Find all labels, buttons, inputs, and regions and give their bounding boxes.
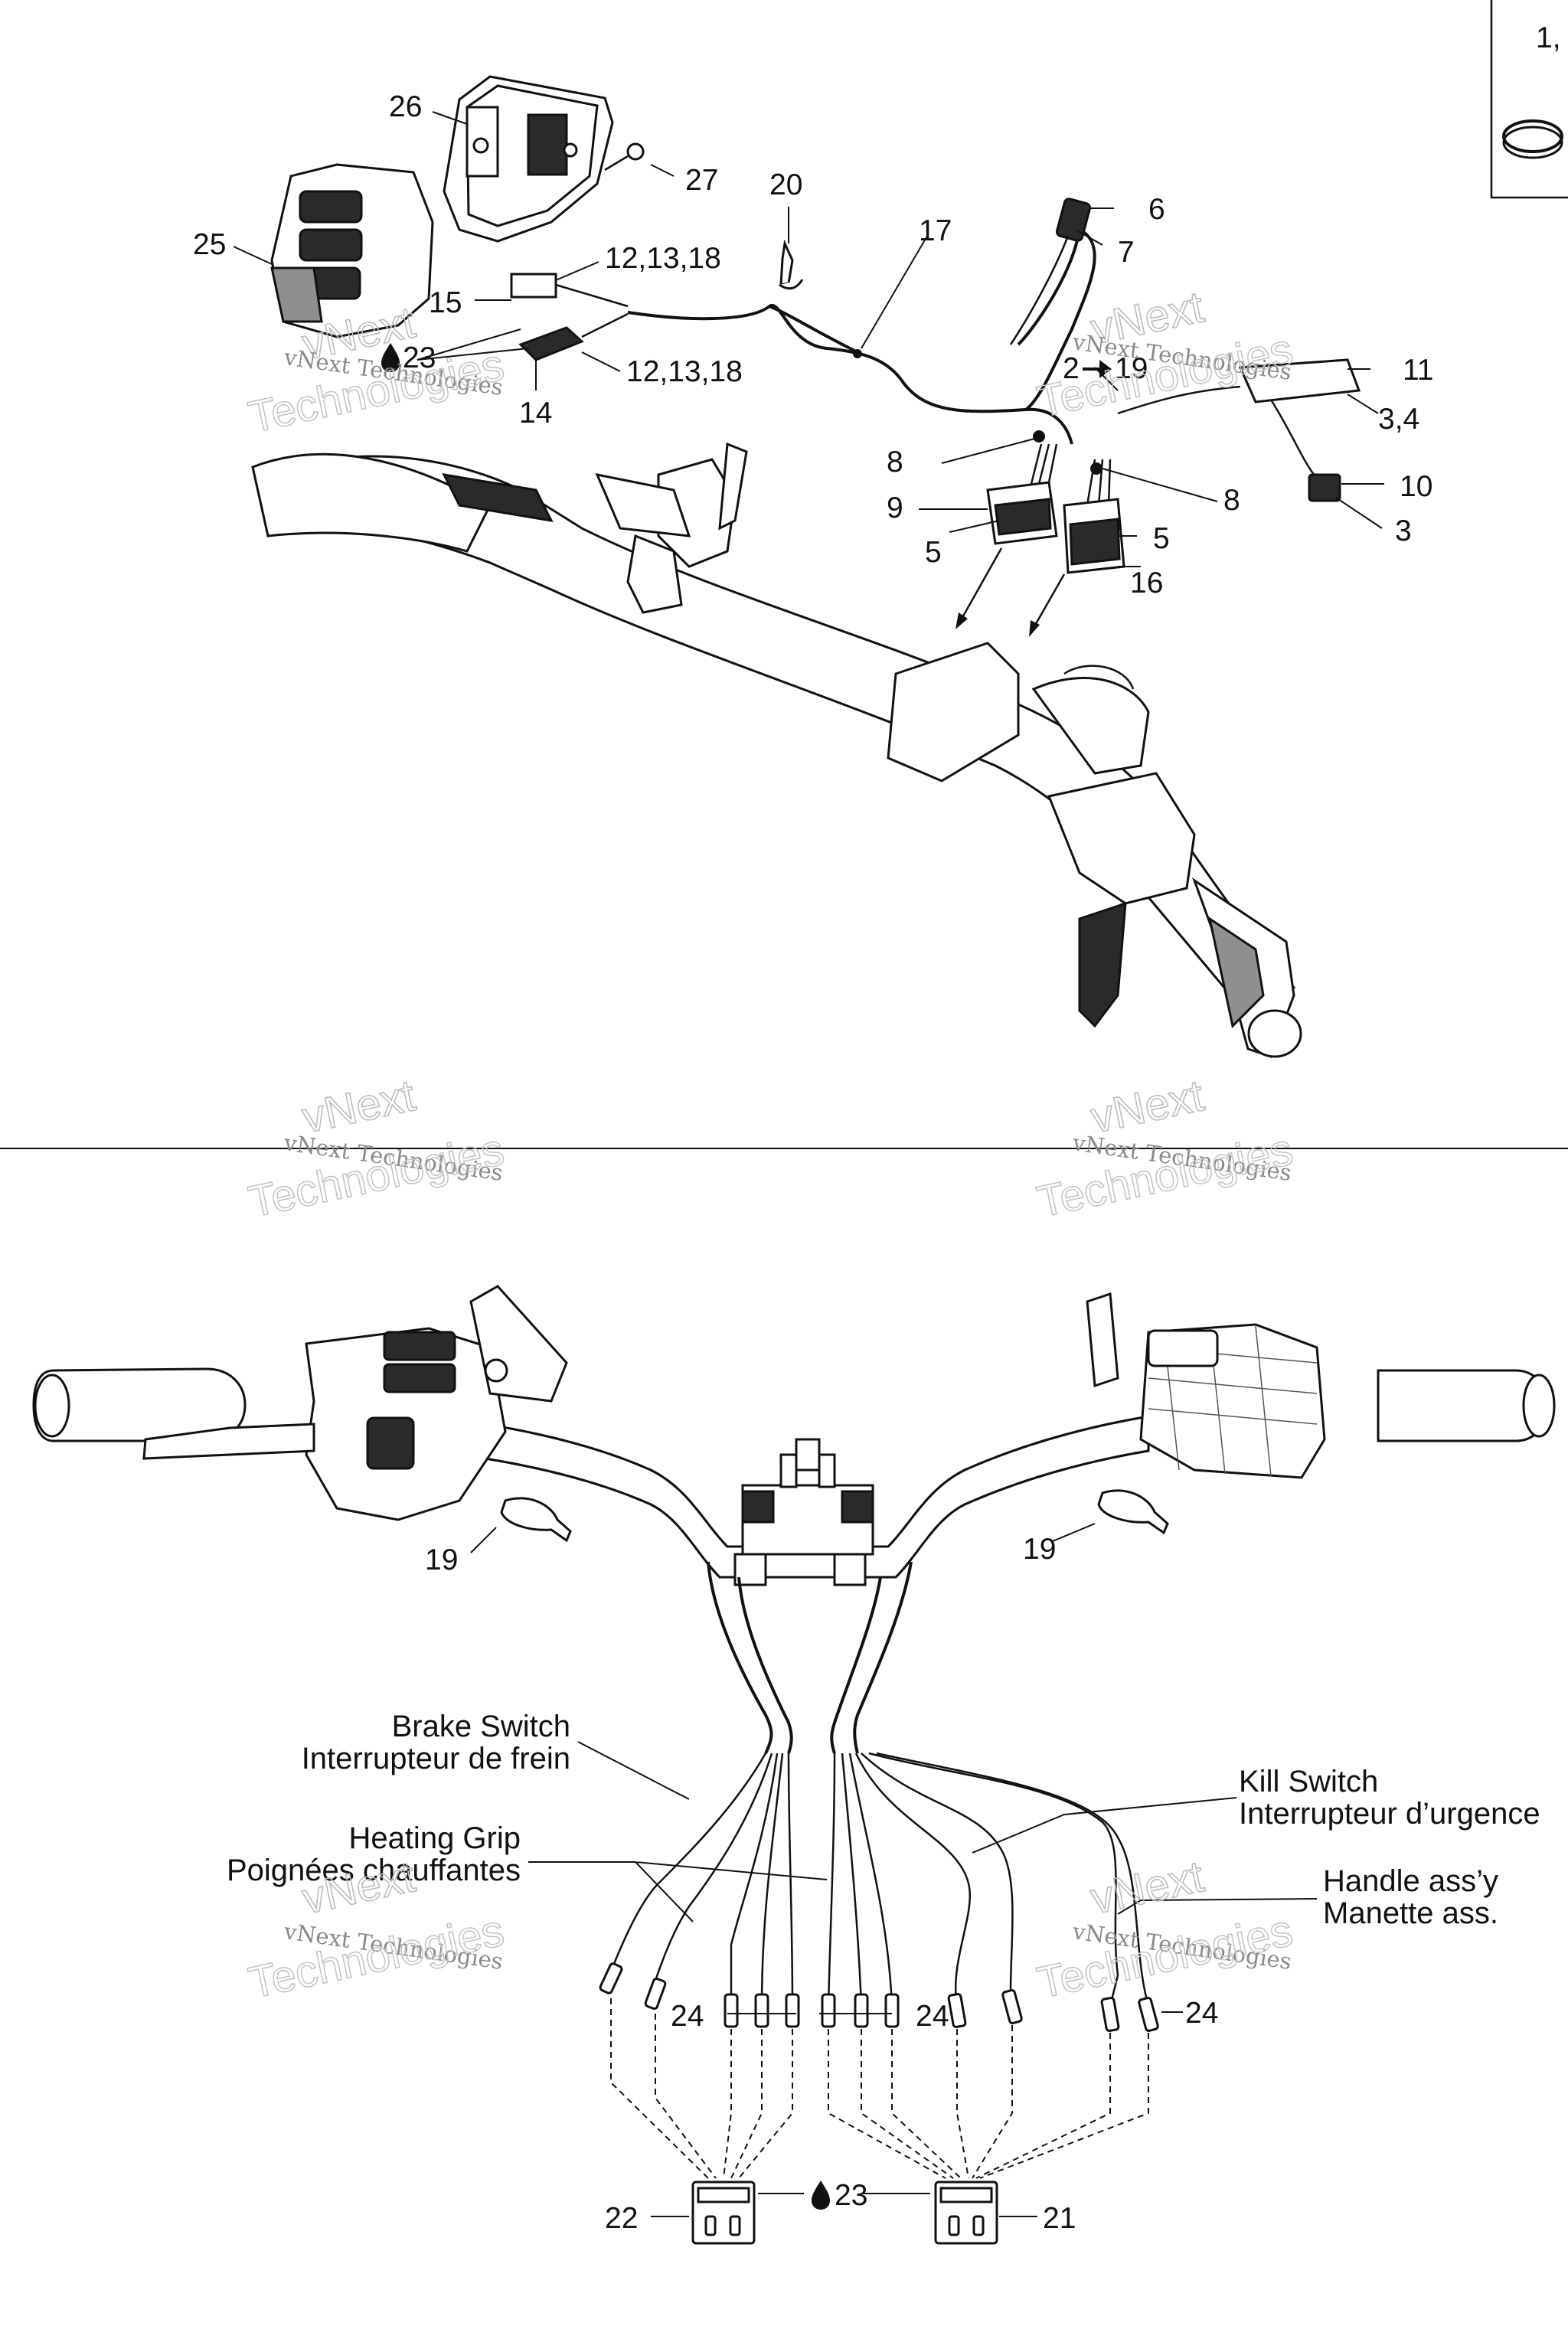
label-interrupteur-frein: Interrupteur de frein [302,1742,570,1775]
svg-text:Technologies: Technologies [1033,1906,1297,2008]
callout-19-right: 19 [1023,1533,1056,1566]
callout-24-center: 24 [916,2000,949,2033]
connector-11 [1117,358,1361,479]
callout-19-left: 19 [425,1544,458,1576]
callout-9: 9 [887,492,903,524]
watermark: vNext vNext Technologies Technologies [1032,1851,1297,2009]
connector-21 [934,2180,998,2245]
callout-27: 27 [685,164,718,197]
legend-box: 1, [1490,0,1568,199]
callout-26: 26 [389,90,422,123]
left-switch-housing [142,1285,568,1521]
callout-3-4: 3,4 [1378,403,1419,436]
watermark: vNext vNext Technologies Technologies [1032,1070,1297,1228]
label-manette-ass: Manette ass. [1323,1896,1498,1930]
callout-17: 17 [919,214,952,247]
cable-tie-left [500,1497,572,1543]
svg-text:vNext: vNext [1086,1070,1208,1142]
connector-10 [1308,473,1341,502]
callout-25: 25 [193,228,226,261]
callout-15: 15 [429,286,462,319]
handlebar-clamp [733,1438,874,1586]
callout-5-right: 5 [1153,522,1170,555]
leader-lines [233,111,1384,2217]
callout-5-left: 5 [925,536,942,569]
label-handle-assy: Handle ass’y [1323,1864,1498,1898]
legend-box-text: 1, [1536,21,1561,54]
right-grip [1377,1369,1556,1442]
callout-6: 6 [1148,193,1165,226]
left-wire-fanout [611,1753,794,2007]
callout-21: 21 [1043,2202,1076,2235]
callout-10: 10 [1400,470,1432,503]
svg-text:vNext: vNext [1086,1851,1208,1923]
connector-9 [986,443,1058,545]
callout-23-bottom: 23 [835,2179,867,2212]
watermark: vNext vNext Technologies Technologies [1032,282,1297,428]
top-callouts: 26 27 25 20 17 6 7 12,13,18 15 23 12,13,… [193,90,1434,599]
right-wire-fanout [827,1752,1150,2007]
label-poignees-chauffantes: Poignées chauffantes [227,1854,521,1887]
label-brake-switch: Brake Switch [392,1710,570,1743]
callout-14: 14 [519,397,552,430]
callout-12-13-18-upper: 12,13,18 [605,242,721,275]
svg-text:Technologies: Technologies [244,1906,508,2008]
right-throttle-housing [1086,1292,1326,1479]
watermark: vNext vNext Technologies Technologies [243,1070,508,1228]
callout-2: 2 [1063,352,1080,385]
connector-16 [1063,459,1125,574]
svg-text:vNext: vNext [298,1070,420,1142]
label-kill-switch: Kill Switch [1239,1765,1378,1798]
callout-12-13-18-lower: 12,13,18 [626,355,743,388]
bullet-terminals [599,1962,1159,2032]
callout-24-left: 24 [671,2000,704,2033]
callout-11: 11 [1403,354,1434,387]
bottom-callouts: 19 19 24 24 24 22 23 21 Brake Switch Int… [227,1533,1540,2235]
screw [604,142,645,172]
arrow-icon [1083,360,1112,378]
thread-locker-drop-icon [381,343,400,372]
thread-locker-drop-icon-bottom [812,2180,830,2210]
switch-housing [270,163,434,338]
dashed-pin-routing [610,1998,1149,2179]
harness-connector-15 [510,273,629,308]
callout-16: 16 [1130,567,1163,599]
callout-7: 7 [1118,236,1135,269]
harness-connector-14 [518,312,629,361]
cable-tie-right [1097,1489,1169,1535]
handlebar-assembly-perspective [251,442,1302,1058]
callout-19-top: 19 [1115,352,1148,385]
connector-6-7 [1009,198,1092,345]
connector-22 [691,2180,756,2245]
label-interrupteur-urgence: Interrupteur d’urgence [1239,1797,1540,1831]
callout-22: 22 [605,2202,638,2235]
callout-8-left: 8 [887,446,903,479]
bottom-front-view [32,1285,1556,2245]
callout-23-top: 23 [403,341,436,374]
left-grip [32,1367,247,1442]
label-heating-grip: Heating Grip [348,1821,521,1855]
top-exploded-view [251,75,1361,1058]
cable-tie [779,239,804,290]
callout-3: 3 [1395,514,1412,547]
callout-8-right: 8 [1223,484,1240,517]
switch-housing-cover [443,75,614,243]
callout-20: 20 [769,168,802,201]
o-ring-icon [1502,119,1563,153]
callout-24-right: 24 [1185,1997,1218,2030]
